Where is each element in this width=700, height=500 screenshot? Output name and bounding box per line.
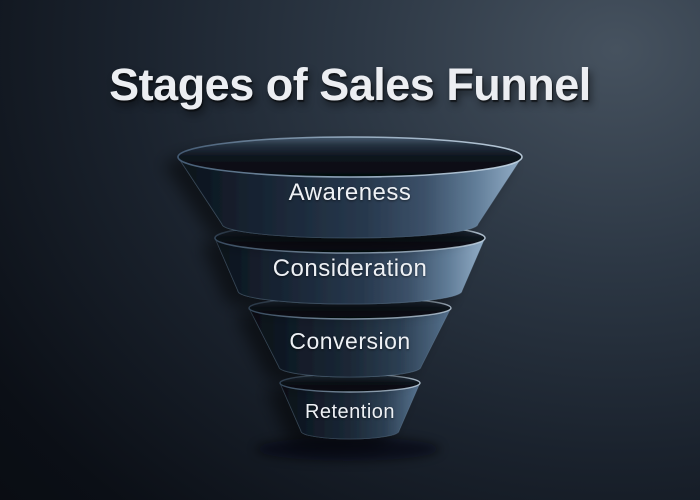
funnel-stage-label-retention: Retention [305, 401, 395, 423]
funnel-stage-awareness [177, 136, 523, 239]
funnel-stage-label-consideration: Consideration [273, 255, 428, 282]
ground-shadow [256, 437, 440, 461]
funnel-stage-label-conversion: Conversion [289, 328, 410, 354]
funnel-stage-label-awareness: Awareness [289, 179, 412, 206]
page-title: Stages of Sales Funnel [109, 59, 591, 110]
funnel-stage-retention [279, 373, 421, 440]
